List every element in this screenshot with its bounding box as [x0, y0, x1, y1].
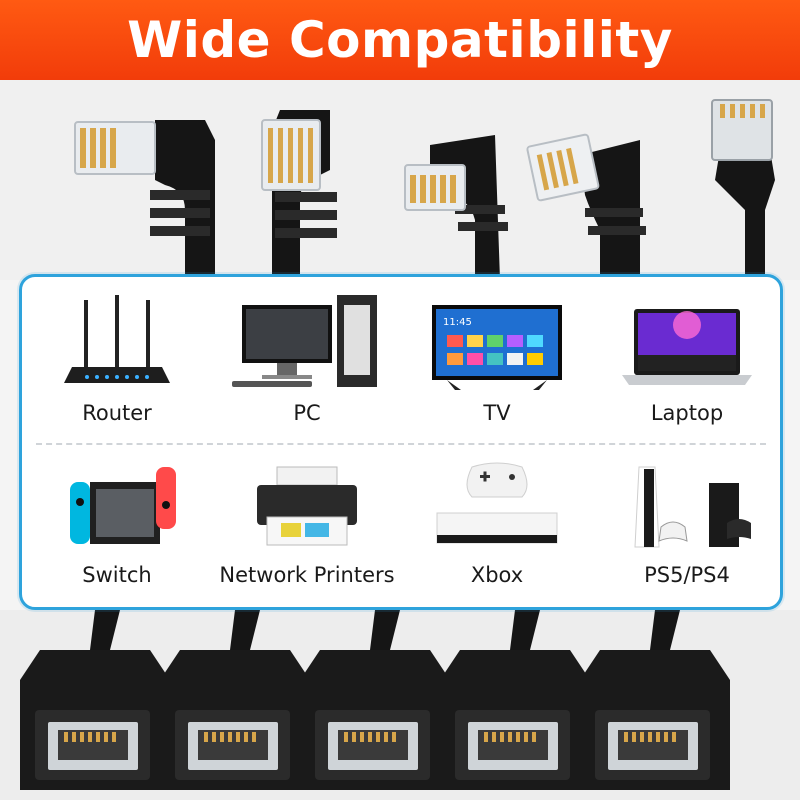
printer-icon — [257, 466, 357, 546]
rj45-socket-icon — [440, 610, 590, 790]
rj45-plug-straight-icon — [711, 99, 775, 280]
rj45-socket-icon — [160, 610, 310, 790]
pc-icon — [232, 295, 377, 387]
banner-title: Wide Compatibility — [127, 11, 673, 69]
device-laptop: Laptop — [592, 287, 782, 437]
device-switch: Switch — [22, 449, 212, 599]
rj45-socket-icon — [300, 610, 450, 790]
rj45-socket-icon — [20, 610, 170, 790]
playstation-icon — [634, 466, 751, 548]
tv-icon: 11:45 — [432, 305, 562, 390]
device-xbox: Xbox — [402, 449, 592, 599]
device-label: Xbox — [470, 563, 524, 587]
device-label: PS5/PS4 — [644, 563, 730, 587]
laptop-icon — [622, 309, 752, 385]
rj45-plug-up-angle-icon — [404, 135, 508, 280]
rj45-plug-down-angle-icon — [526, 133, 646, 280]
device-label: Laptop — [650, 401, 724, 425]
switch-console-icon — [70, 467, 176, 544]
dashed-divider — [36, 443, 766, 445]
device-label: Switch — [82, 563, 152, 587]
title-banner: Wide Compatibility — [0, 0, 800, 80]
rj45-plugs-illustration — [74, 99, 775, 280]
rj45-sockets-illustration — [20, 610, 730, 790]
tv-clock: 11:45 — [443, 317, 472, 328]
compatibility-panel: Router PC — [19, 274, 783, 610]
device-printer: Network Printers — [212, 449, 402, 599]
rj45-sockets-area — [0, 610, 800, 800]
rj45-plugs-area — [0, 80, 800, 280]
device-label: Network Printers — [219, 563, 395, 587]
router-icon — [64, 295, 170, 383]
device-label: TV — [483, 401, 511, 425]
rj45-plug-right-angle-icon — [261, 110, 337, 280]
device-label: Router — [82, 401, 152, 425]
rj45-socket-icon — [580, 610, 730, 790]
device-label: PC — [293, 401, 321, 425]
device-tv: 11:45 TV — [402, 287, 592, 437]
xbox-icon — [436, 462, 558, 544]
device-pc: PC — [212, 287, 402, 437]
device-router: Router — [22, 287, 212, 437]
rj45-plug-left-angle-icon — [74, 120, 215, 280]
device-playstation: PS5/PS4 — [592, 449, 782, 599]
